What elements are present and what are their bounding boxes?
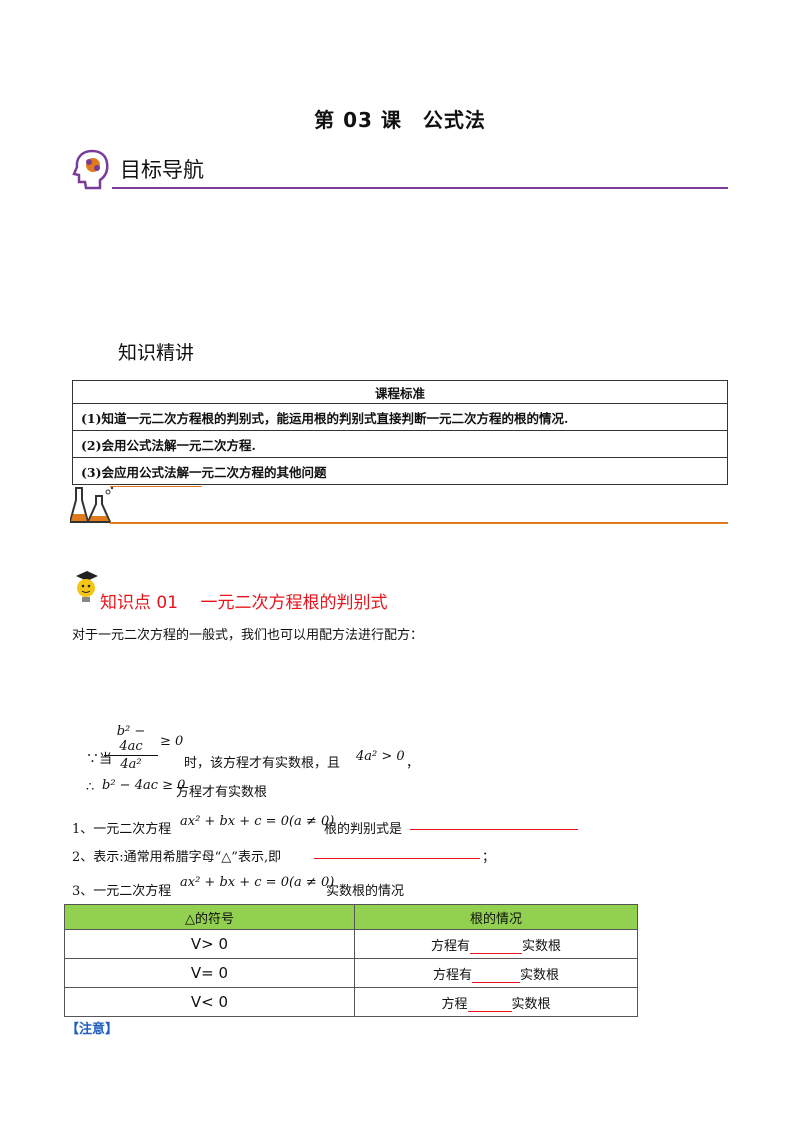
- table-row: V> 0 方程有 实数根: [64, 929, 638, 959]
- item-1-prefix: 1、一元二次方程: [72, 822, 172, 837]
- expression: b² − 4ac ≥ 0: [102, 778, 186, 793]
- table-header: 根的情况: [354, 904, 638, 930]
- cell-prefix: 方程有: [430, 938, 470, 954]
- cell-prefix: 方程: [441, 996, 468, 1012]
- situation-cell: 方程 实数根: [354, 987, 638, 1017]
- section-knowledge-label: 知识精讲: [118, 342, 195, 364]
- sign-cell: V< 0: [64, 987, 355, 1017]
- sign-cell: V> 0: [64, 929, 355, 959]
- fraction-denominator: 4a²: [120, 757, 142, 772]
- table-header: △的符号: [64, 904, 355, 930]
- fraction: b² − 4ac 4a²: [104, 724, 158, 772]
- standard-row: (2)会用公式法解一元二次方程.: [72, 430, 728, 458]
- item-3-suffix: 实数根的情况: [326, 884, 405, 899]
- conclusion-text: 方程才有实数根: [176, 785, 268, 800]
- equation: ax² + bx + c = 0(a ≠ 0): [180, 814, 335, 829]
- discriminant-table: △的符号 根的情况 V> 0 方程有实数根 V= 0 方程有实数根 V< 0 方…: [64, 904, 638, 1017]
- therefore-text: ∴: [86, 780, 95, 795]
- item-3-prefix: 3、一元二次方程: [72, 884, 172, 899]
- divider: [110, 486, 202, 487]
- answer-blank[interactable]: [470, 940, 522, 954]
- fraction-numerator: b² − 4ac: [104, 724, 158, 756]
- answer-blank[interactable]: [314, 857, 480, 859]
- page-title: 第 03 课 公式法: [314, 108, 486, 132]
- situation-cell: 方程有 实数根: [354, 929, 638, 959]
- note-label: 【注意】: [66, 1022, 119, 1037]
- punctuation: ，: [406, 756, 420, 771]
- brain-head-icon: [72, 148, 112, 194]
- sign-cell: V= 0: [64, 958, 355, 988]
- cell-prefix: 方程有: [432, 967, 472, 983]
- divider: [110, 522, 728, 524]
- standard-table-header: 课程标准: [72, 380, 728, 404]
- divider: [112, 187, 728, 189]
- cell-suffix: 实数根: [522, 938, 562, 954]
- standard-table: 课程标准 (1)知道一元二次方程根的判别式，能运用根的判别式直接判断一元二次方程…: [72, 380, 728, 485]
- situation-cell: 方程有 实数根: [354, 958, 638, 988]
- section-goal-label: 目标导航: [120, 158, 204, 182]
- fraction-relation: ≥ 0: [160, 734, 184, 749]
- answer-blank[interactable]: [467, 998, 512, 1012]
- cell-suffix: 实数根: [520, 967, 560, 983]
- intro-text: 对于一元二次方程的一般式，我们也可以用配方法进行配方：: [72, 628, 424, 643]
- condition-text: 时，该方程才有实数根，且: [184, 756, 341, 771]
- standard-row: (1)知道一元二次方程根的判别式，能运用根的判别式直接判断一元二次方程的根的情况…: [72, 403, 728, 431]
- section-goal-header: 目标导航: [72, 148, 728, 192]
- item-1-suffix: 根的判别式是: [324, 822, 403, 837]
- lightbulb-graduate-icon: [72, 568, 102, 610]
- table-row: V< 0 方程 实数根: [64, 987, 638, 1017]
- punctuation: ；: [482, 850, 496, 865]
- equation: ax² + bx + c = 0(a ≠ 0): [180, 875, 335, 890]
- lab-flask-icon: [68, 486, 116, 530]
- expression: 4a² > 0: [356, 749, 405, 764]
- cell-suffix: 实数根: [511, 996, 551, 1012]
- answer-blank[interactable]: [472, 969, 520, 983]
- answer-blank[interactable]: [410, 828, 578, 830]
- table-row: V= 0 方程有 实数根: [64, 958, 638, 988]
- knowledge-point-title: 知识点 01 一元二次方程根的判别式: [100, 593, 388, 613]
- standard-row: (3)会应用公式法解一元二次方程的其他问题: [72, 457, 728, 485]
- item-2-text: 2、表示:通常用希腊字母“△”表示,即: [72, 850, 282, 865]
